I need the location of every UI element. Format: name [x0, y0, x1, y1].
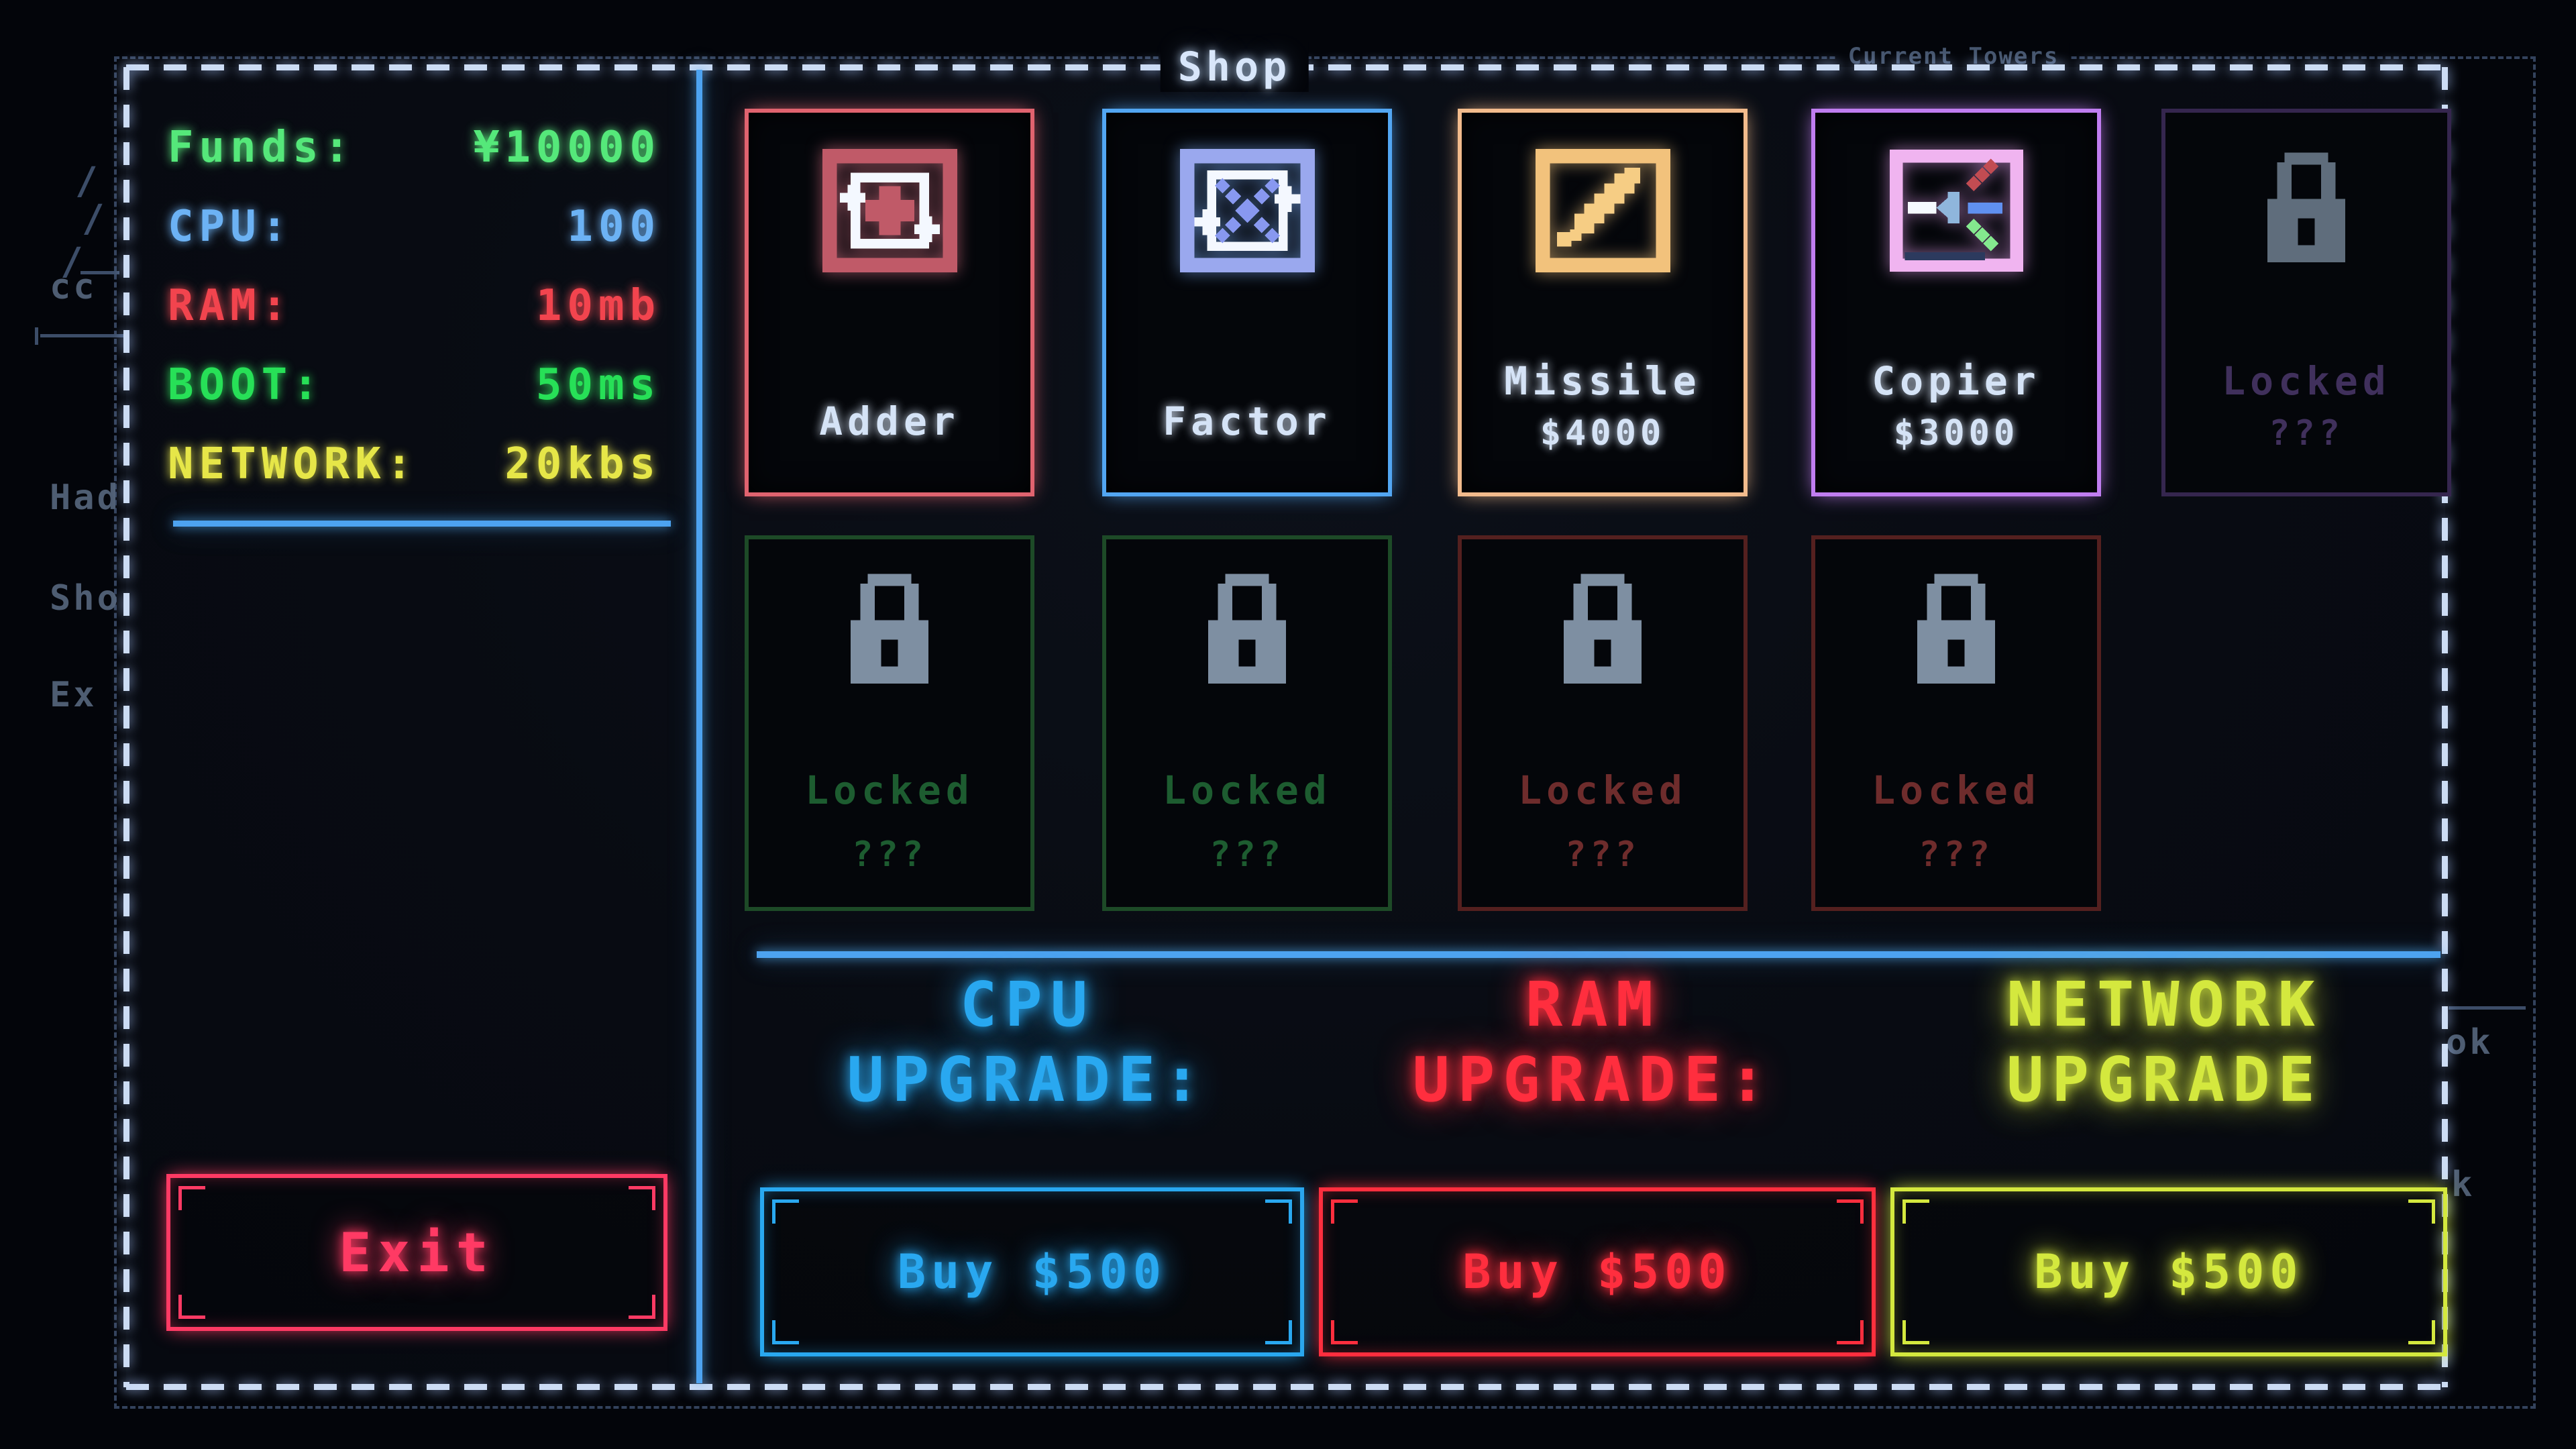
ascii-line-fragment [35, 327, 38, 345]
card-price: ??? [1565, 835, 1640, 875]
card-name: Missile [1504, 358, 1701, 404]
ram-upgrade-line1: RAM [1525, 969, 1662, 1040]
stats-underline-divider [173, 521, 671, 527]
exit-button[interactable]: Exit [166, 1174, 667, 1331]
buy-network-label: Buy $500 [2034, 1244, 2304, 1299]
shop-modal-title: Shop [1160, 42, 1309, 92]
boot-label: BOOT: [168, 360, 324, 410]
boot-value: 50ms [535, 360, 661, 410]
stat-row-ram: RAM: 10mb [168, 284, 664, 327]
copier-tower-icon [1815, 148, 2097, 274]
card-name: Locked [805, 767, 974, 813]
lock-icon [749, 569, 1030, 691]
background-menu-item-exit: Ex [50, 675, 97, 715]
ascii-art-fragment: / [75, 160, 98, 203]
network-upgrade-line2: UPGRADE [2006, 1044, 2323, 1116]
modal-border-left [123, 67, 129, 1387]
modal-border-bottom [126, 1384, 2445, 1390]
card-price: ??? [852, 835, 927, 875]
factor-tower-icon [1106, 148, 1388, 274]
adder-tower-icon [749, 148, 1030, 274]
ascii-line-fragment [2449, 1006, 2526, 1010]
shop-card-locked: Locked ??? [2161, 109, 2451, 496]
buy-cpu-label: Buy $500 [897, 1244, 1167, 1299]
card-price: $4000 [1540, 413, 1666, 453]
modal-border-right [2442, 67, 2448, 1387]
ram-value: 10mb [535, 281, 661, 331]
shop-card-missile[interactable]: Missile $4000 [1458, 109, 1748, 496]
buy-ram-upgrade-button[interactable]: Buy $500 [1319, 1187, 1876, 1356]
buy-network-upgrade-button[interactable]: Buy $500 [1890, 1187, 2447, 1356]
lock-icon [1815, 569, 2097, 691]
ascii-line-fragment [80, 271, 119, 274]
ram-label: RAM: [168, 281, 293, 331]
cpu-label: CPU: [168, 202, 293, 252]
card-name: Locked [1872, 767, 2041, 813]
ascii-art-fragment: / [82, 197, 105, 241]
buy-cpu-upgrade-button[interactable]: Buy $500 [760, 1187, 1304, 1356]
exit-button-label: Exit [339, 1221, 495, 1284]
network-value: 20kbs [504, 439, 661, 489]
lock-icon [1462, 569, 1743, 691]
cpu-upgrade-line2: UPGRADE: [847, 1044, 1209, 1116]
shop-card-locked: Locked ??? [745, 535, 1034, 911]
funds-label: Funds: [168, 123, 356, 172]
network-upgrade-line1: NETWORK [2006, 969, 2323, 1040]
shop-card-factor[interactable]: Factor [1102, 109, 1392, 496]
card-name: Adder [819, 398, 960, 444]
background-text-ok: ok [2446, 1022, 2493, 1063]
shop-card-locked: Locked ??? [1811, 535, 2101, 911]
card-name: Locked [2222, 358, 2391, 404]
card-name: Factor [1163, 398, 1332, 444]
buy-ram-label: Buy $500 [1462, 1244, 1732, 1299]
stat-row-boot: BOOT: 50ms [168, 364, 664, 407]
card-name: Copier [1872, 358, 2041, 404]
upgrades-section-divider [757, 951, 2440, 958]
cpu-value: 100 [567, 202, 661, 252]
ram-upgrade-title: RAM UPGRADE: [1412, 967, 1774, 1118]
network-label: NETWORK: [168, 439, 418, 489]
network-upgrade-title: NETWORK UPGRADE [2006, 967, 2323, 1118]
background-menu-item-shop: Sho [50, 578, 121, 619]
card-price: ??? [2269, 413, 2344, 453]
shop-card-locked: Locked ??? [1458, 535, 1748, 911]
card-price: $3000 [1893, 413, 2019, 453]
shop-card-adder[interactable]: Adder [745, 109, 1034, 496]
card-name: Locked [1163, 767, 1332, 813]
stat-row-cpu: CPU: 100 [168, 205, 664, 248]
ram-upgrade-line2: UPGRADE: [1412, 1044, 1774, 1116]
card-price: ??? [1919, 835, 1994, 875]
missile-tower-icon [1462, 148, 1743, 274]
background-menu-item-hack: Had [50, 478, 121, 518]
stat-row-funds: Funds: ¥10000 [168, 126, 664, 169]
ascii-art-fragment: / [60, 240, 83, 284]
lock-icon [1106, 569, 1388, 691]
shop-card-copier[interactable]: Copier $3000 [1811, 109, 2101, 496]
cpu-upgrade-title: CPU UPGRADE: [847, 967, 1208, 1118]
current-towers-window [114, 56, 2536, 1409]
ascii-line-fragment [40, 334, 127, 337]
stat-row-network: NETWORK: 20kbs [168, 443, 664, 486]
funds-value: ¥10000 [473, 123, 661, 172]
card-name: Locked [1518, 767, 1687, 813]
cpu-upgrade-line1: CPU [959, 969, 1096, 1040]
vertical-panel-divider [696, 70, 702, 1383]
background-text-k: k [2451, 1165, 2475, 1205]
shop-card-locked: Locked ??? [1102, 535, 1392, 911]
card-price: ??? [1210, 835, 1285, 875]
lock-icon [2165, 148, 2447, 270]
background-text-cc: cc [50, 267, 97, 307]
